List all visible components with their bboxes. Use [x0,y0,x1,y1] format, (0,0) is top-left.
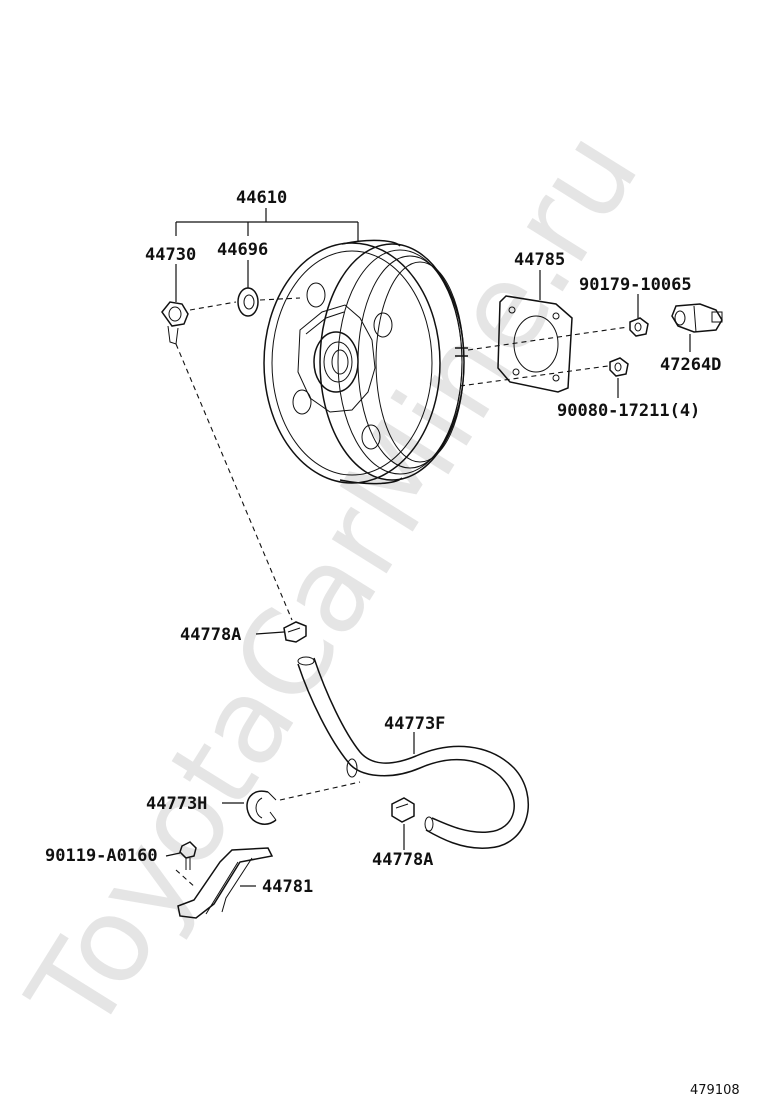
gasket [497,295,573,393]
clamp-upper [283,621,307,643]
clevis [671,303,723,333]
label-90119-a0160: 90119-A0160 [45,846,158,866]
label-44610: 44610 [236,188,287,208]
alignment-lines [175,297,629,889]
label-44778a-upper: 44778A [180,625,241,645]
label-44785: 44785 [514,250,565,270]
label-44773f: 44773F [384,714,445,734]
label-90179-10065: 90179-10065 [579,275,692,295]
bracket [177,847,274,919]
nut-90179 [629,317,649,337]
label-44778a-lower: 44778A [372,850,433,870]
hose-clip [246,790,277,825]
label-44773h: 44773H [146,794,207,814]
label-90080-17211: 90080-17211(4) [557,401,700,421]
vacuum-hose [297,656,529,849]
watermark: ToyotaCarMine.ru [1,108,665,1056]
assembly-bracket [175,208,359,242]
label-44730: 44730 [145,245,196,265]
nut-90080 [609,357,629,377]
grommet [237,287,259,317]
clamp-lower [391,797,415,823]
leader-lines [165,260,691,887]
figure-number: 479108 [690,1083,740,1098]
label-44781: 44781 [262,877,313,897]
bolt [179,841,197,870]
label-47264d: 47264D [660,355,721,375]
label-44696: 44696 [217,240,268,260]
brake-booster [263,239,468,485]
check-valve [161,301,189,345]
